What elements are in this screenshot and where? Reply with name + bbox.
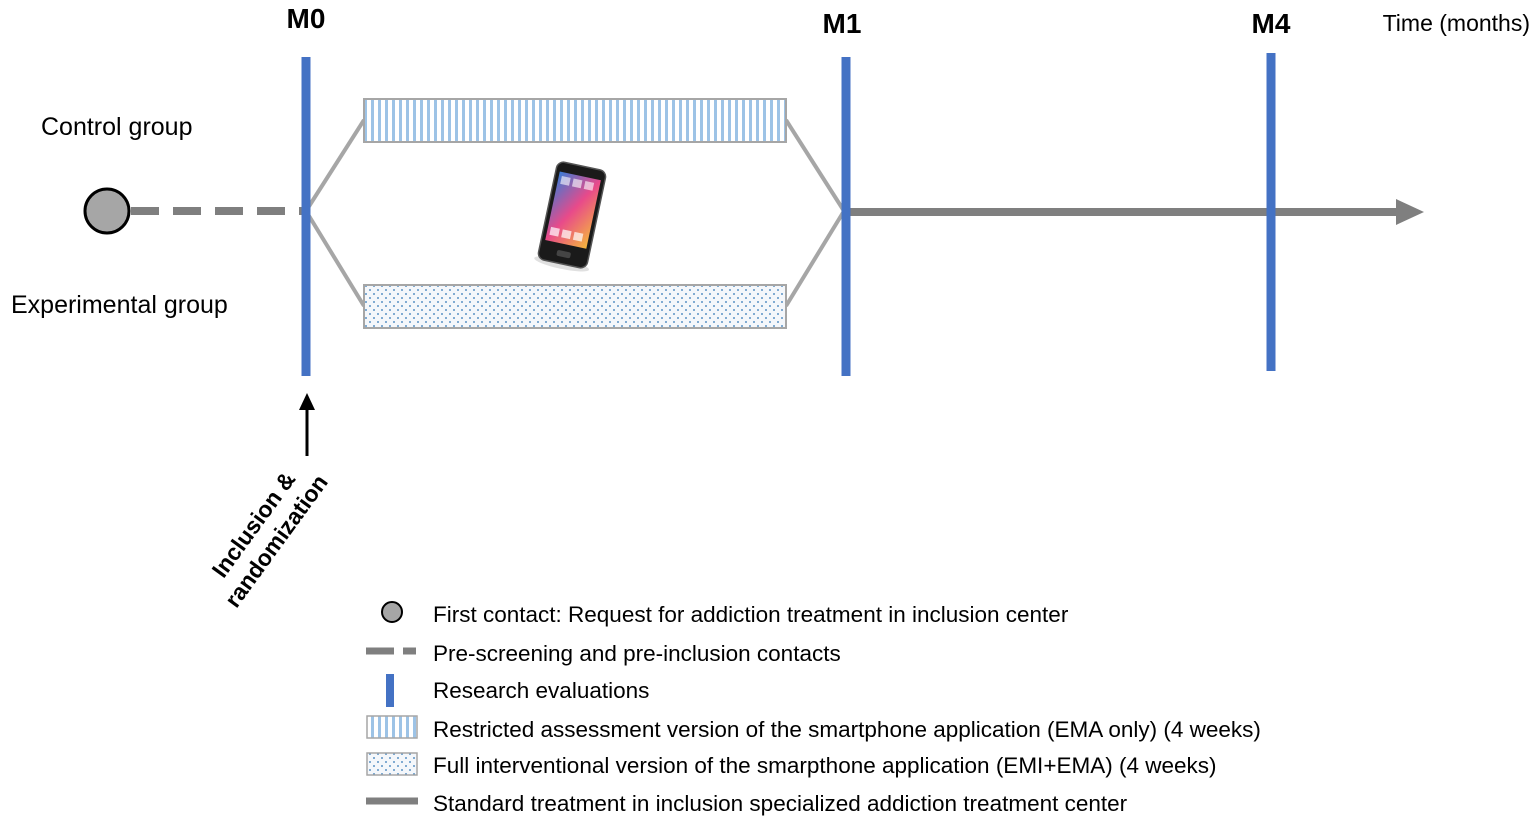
legend: First contact: Request for addiction tre… [366, 601, 1261, 816]
milestone-label-m0: M0 [287, 3, 326, 34]
legend-item-first-contact: First contact: Request for addiction tre… [381, 601, 1069, 627]
legend-label-first-contact: First contact: Request for addiction tre… [433, 602, 1069, 627]
first-contact-circle [83, 187, 131, 235]
legend-item-research-evaluations: Research evaluations [386, 674, 649, 707]
legend-stripes-symbol [366, 715, 418, 739]
experimental-app-bar [363, 284, 787, 329]
inclusion-annotation: Inclusion & randomization [206, 467, 332, 612]
timeline-arrowhead [1396, 199, 1424, 225]
legend-item-pre-screening: Pre-screening and pre-inclusion contacts [366, 641, 841, 666]
time-axis-label: Time (months) [1383, 10, 1530, 36]
milestone-label-m1: M1 [823, 8, 862, 39]
legend-label-pre-screening: Pre-screening and pre-inclusion contacts [433, 641, 841, 666]
legend-item-standard-treatment: Standard treatment in inclusion speciali… [366, 791, 1128, 816]
legend-circle-symbol [381, 601, 403, 623]
legend-dots-symbol [366, 752, 418, 776]
control-group-label: Control group [41, 113, 192, 141]
milestone-label-m4: M4 [1252, 8, 1291, 39]
legend-label-full-version: Full interventional version of the smarp… [433, 753, 1216, 778]
legend-item-full-version: Full interventional version of the smarp… [366, 752, 1216, 778]
legend-bar-symbol [386, 674, 394, 707]
inclusion-arrowhead [299, 393, 315, 410]
legend-label-standard-treatment: Standard treatment in inclusion speciali… [433, 791, 1128, 816]
legend-label-research-evaluations: Research evaluations [433, 678, 649, 703]
branch-lines [304, 118, 846, 308]
experimental-group-label: Experimental group [11, 291, 228, 319]
legend-label-restricted-version: Restricted assessment version of the sma… [433, 717, 1261, 742]
control-app-bar [363, 98, 787, 143]
legend-item-restricted-version: Restricted assessment version of the sma… [366, 715, 1261, 742]
smartphone-icon [534, 161, 607, 272]
